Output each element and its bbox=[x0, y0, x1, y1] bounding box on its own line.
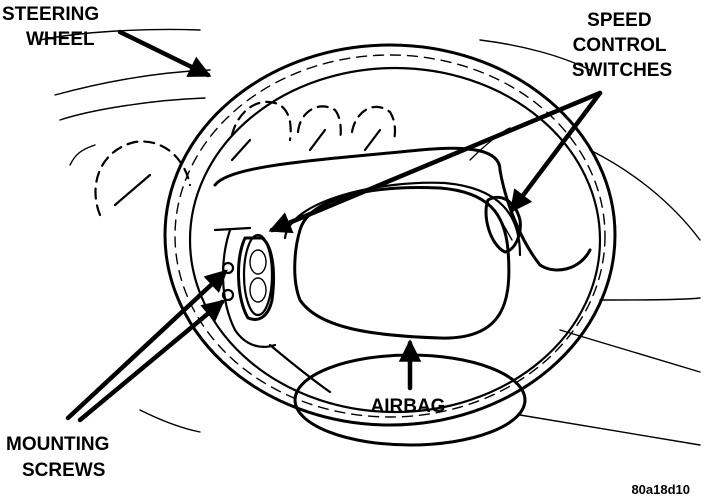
speed-control-leader-arrow-right bbox=[509, 90, 603, 213]
steering-wheel-hub bbox=[213, 127, 592, 394]
figure-code: 80a18d10 bbox=[631, 482, 690, 497]
airbag-module bbox=[283, 181, 522, 340]
speed-control-switches-label: SPEED CONTROL SWITCHES bbox=[572, 10, 672, 81]
speed-control-label-line-2: CONTROL bbox=[573, 35, 667, 56]
mounting-screws-label-line-1: MOUNTING bbox=[6, 434, 109, 455]
steering-wheel-label-line-1: STEERING bbox=[2, 4, 99, 25]
mounting-screws-label: MOUNTING SCREWS bbox=[6, 434, 115, 481]
mounting-screws-leader-arrow-lower bbox=[77, 299, 225, 423]
steering-wheel-label-line-2: WHEEL bbox=[26, 29, 95, 50]
steering-wheel-leader-arrow bbox=[117, 29, 212, 78]
leader-arrows bbox=[65, 29, 603, 423]
instrument-gauges bbox=[94, 100, 397, 217]
steering-wheel-label: STEERING WHEEL bbox=[2, 4, 104, 50]
mounting-screw-heads bbox=[221, 261, 235, 302]
right-switch-pod bbox=[484, 195, 522, 254]
left-switch-pod bbox=[237, 233, 276, 321]
steering-wheel-rim bbox=[163, 43, 617, 427]
speed-control-label-line-3: SWITCHES bbox=[572, 60, 672, 81]
mounting-screws-label-line-2: SCREWS bbox=[22, 460, 105, 481]
dashboard-lines bbox=[39, 28, 701, 446]
mounting-screws-leader-arrow-upper bbox=[65, 269, 228, 421]
speed-control-leader-arrow-left bbox=[268, 90, 603, 234]
speed-control-label-line-1: SPEED bbox=[587, 10, 651, 31]
airbag-label: AIRBAG bbox=[371, 396, 446, 417]
